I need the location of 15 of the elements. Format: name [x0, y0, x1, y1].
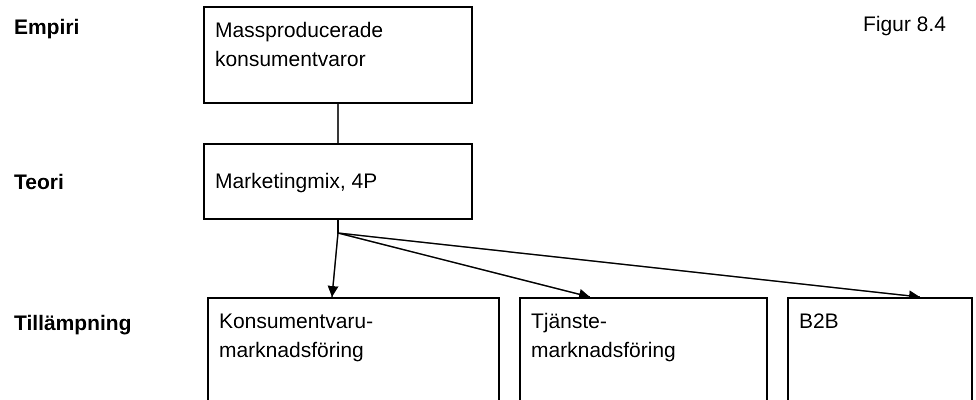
box-text: Konsumentvaru- marknadsföring — [219, 309, 374, 364]
box-text: Tjänste- marknadsföring — [531, 309, 677, 364]
row-label: Teori — [14, 171, 64, 195]
row-label: Empiri — [14, 16, 80, 40]
process-box — [203, 6, 473, 104]
box-text: B2B — [799, 309, 840, 335]
figure-number: Figur 8.4 — [863, 13, 946, 37]
process-box — [207, 297, 500, 400]
connector-line — [337, 104, 339, 143]
process-box — [787, 297, 973, 400]
process-box — [203, 143, 473, 220]
box-text: Marketingmix, 4P — [215, 169, 378, 195]
process-box — [519, 297, 768, 400]
row-label: Tillämpning — [14, 312, 132, 336]
box-text: Massproducerade konsumentvaror — [215, 18, 384, 73]
